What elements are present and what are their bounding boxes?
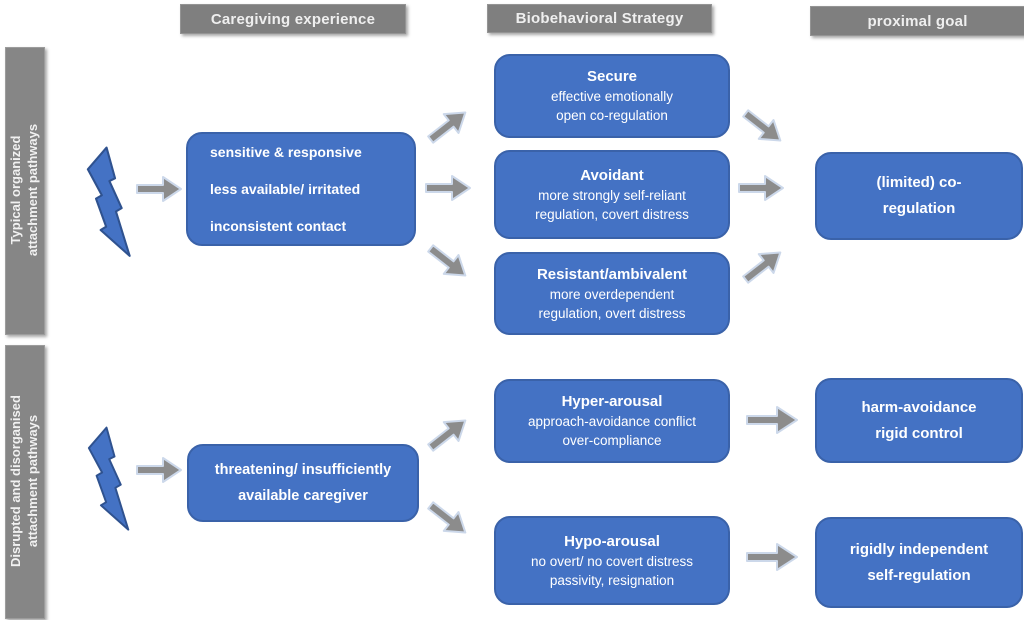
arrow-right-icon <box>136 457 182 483</box>
box-line: harm-avoidance <box>861 398 977 416</box>
sidebar-label-line: Typical organized <box>8 135 23 245</box>
sidebar-disrupted-disorganised-label: Disrupted and disorganised attachment pa… <box>5 345 43 617</box>
arrow-down-right-icon <box>427 501 467 534</box>
box-rigidly-independent: rigidly independent self-regulation <box>815 517 1023 608</box>
box-line: inconsistent contact <box>210 217 347 234</box>
box-line: regulation <box>882 200 956 217</box>
box-line: regulation, covert distress <box>535 206 689 222</box>
box-hyper-arousal: Hyper-arousal approach-avoidance conflic… <box>494 379 730 463</box>
header-proximal-goal: proximal goal <box>810 6 1024 36</box>
arrow-right-icon <box>136 176 182 202</box>
box-line: threatening/ insufficiently <box>214 462 392 478</box>
box-line: more strongly self-reliant <box>538 187 686 203</box>
arrow-down-right-icon <box>427 244 467 277</box>
box-resistant-ambivalent: Resistant/ambivalent more overdependent … <box>494 252 730 335</box>
arrow-right-icon <box>738 175 784 201</box>
sidebar-disrupted-disorganised-bar <box>5 345 45 619</box>
arrow-up-right-icon <box>427 419 467 452</box>
box-line: open co-regulation <box>556 108 668 123</box>
box-title: Secure <box>586 68 638 85</box>
box-title: Resistant/ambivalent <box>536 265 688 283</box>
box-title: Hyper-arousal <box>561 393 663 410</box>
header-biobehavioral-strategy: Biobehavioral Strategy <box>487 4 712 33</box>
header-caregiving-experience: Caregiving experience <box>180 4 406 34</box>
box-line: no overt/ no covert distress <box>530 553 694 569</box>
arrow-up-right-icon <box>427 111 467 144</box>
box-line: over-compliance <box>562 433 662 448</box>
box-line: rigid control <box>875 424 963 442</box>
box-line: rigidly independent <box>849 540 989 558</box>
box-line: (limited) co- <box>876 174 962 191</box>
box-line: self-regulation <box>867 566 971 584</box>
box-avoidant: Avoidant more strongly self-reliant regu… <box>494 150 730 239</box>
box-harm-avoidance: harm-avoidance rigid control <box>815 378 1023 463</box>
box-line: available caregiver <box>238 488 368 504</box>
box-title: Hypo-arousal <box>564 532 660 550</box>
sidebar-label-line: attachment pathways <box>25 414 40 548</box>
lightning-bolt-icon <box>86 146 131 257</box>
box-caregiving-top: sensitive & responsive less available/ i… <box>186 132 416 246</box>
sidebar-label-line: Disrupted and disorganised <box>8 395 23 567</box>
box-title: Avoidant <box>580 166 644 184</box>
lightning-bolt-icon <box>87 426 130 531</box>
sidebar-label-line: attachment pathways <box>25 123 40 257</box>
arrow-right-icon <box>746 543 798 571</box>
sidebar-typical-organized-label: Typical organized attachment pathways <box>5 47 43 333</box>
box-caregiving-bottom: threatening/ insufficiently available ca… <box>187 444 419 522</box>
box-hypo-arousal: Hypo-arousal no overt/ no covert distres… <box>494 516 730 605</box>
arrow-right-icon <box>425 175 471 201</box>
box-line: less available/ irritated <box>210 180 361 197</box>
sidebar-typical-organized-bar <box>5 47 45 335</box>
box-line: sensitive & responsive <box>210 143 362 160</box>
arrow-right-icon <box>746 406 798 434</box>
box-line: regulation, overt distress <box>538 305 686 321</box>
box-line: approach-avoidance conflict <box>527 414 697 429</box>
arrow-up-right-icon <box>742 251 782 284</box>
box-line: more overdependent <box>549 286 675 302</box>
box-limited-co-regulation: (limited) co- regulation <box>815 152 1023 240</box>
box-line: effective emotionally <box>550 89 674 104</box>
box-secure: Secure effective emotionally open co-reg… <box>494 54 730 138</box>
arrow-down-right-icon <box>742 109 782 142</box>
box-line: passivity, resignation <box>549 572 675 588</box>
